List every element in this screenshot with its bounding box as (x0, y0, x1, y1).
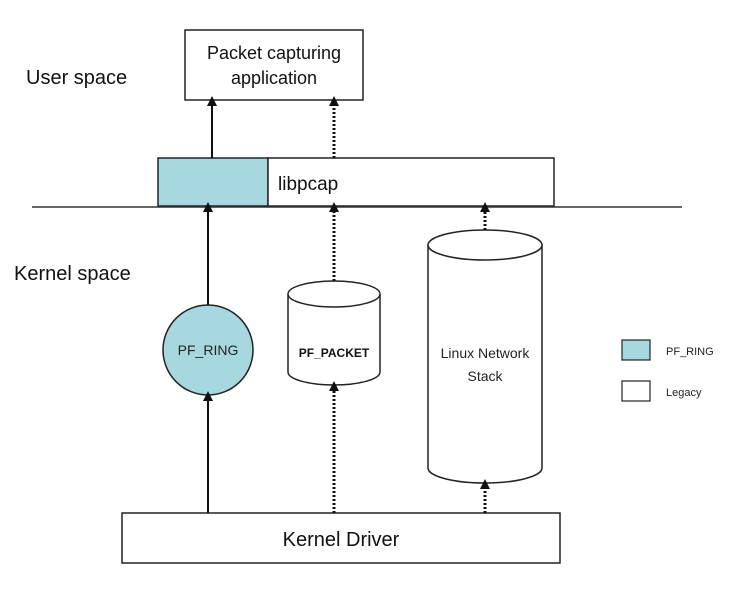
kernel-driver-box: Kernel Driver (121, 512, 561, 564)
libpcap-pf-ring-segment (157, 157, 269, 207)
pf-ring-circle: PF_RING (162, 304, 254, 396)
user-space-label: User space (26, 67, 127, 89)
legend-swatch-pf-ring (621, 339, 651, 361)
libpcap-label: libpcap (278, 174, 338, 195)
legend-label-legacy: Legacy (666, 387, 702, 399)
packet-capturing-application-box: Packet capturing application (184, 29, 364, 101)
application-label-line2: application (231, 68, 317, 88)
kernel-driver-label: Kernel Driver (283, 529, 400, 551)
application-label-line1: Packet capturing (207, 43, 341, 63)
pf-packet-cylinder: PF_PACKET (287, 280, 381, 386)
network-stack-label-line2: Stack (467, 368, 503, 384)
libpcap-legacy-segment (267, 157, 555, 207)
network-stack-label-line1: Linux Network (441, 345, 531, 361)
pf-ring-label: PF_RING (178, 342, 239, 358)
legend: PF_RING Legacy (621, 339, 714, 402)
kernel-space-label: Kernel space (14, 263, 131, 285)
pf-packet-label: PF_PACKET (299, 346, 370, 360)
linux-network-stack-cylinder: Linux Network Stack (427, 229, 543, 484)
libpcap-bar: libpcap (157, 157, 555, 207)
legend-label-pf-ring: PF_RING (666, 346, 714, 358)
legend-swatch-legacy (621, 380, 651, 402)
